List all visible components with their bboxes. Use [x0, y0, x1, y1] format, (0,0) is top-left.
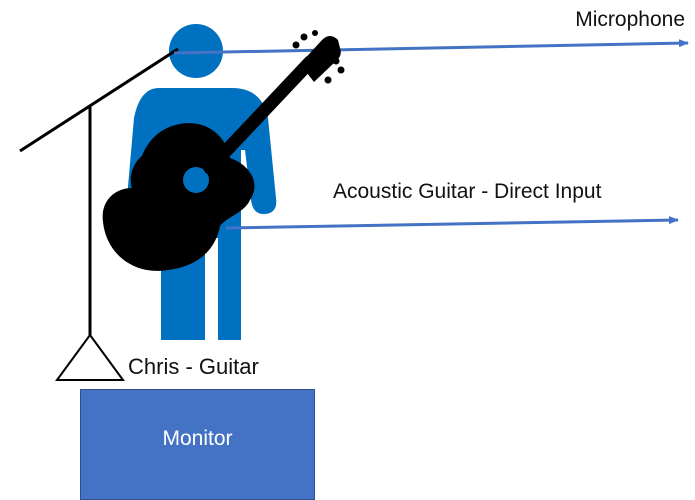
monitor-label: Monitor: [162, 427, 233, 450]
direct-input-label: Acoustic Guitar - Direct Input: [333, 180, 602, 203]
person-head: [169, 24, 223, 78]
performer-label: Chris - Guitar: [128, 354, 259, 379]
guitar-tuning-peg: [292, 41, 300, 49]
guitar-tuning-peg: [300, 33, 308, 41]
guitar-tuning-peg: [332, 57, 340, 65]
monitor-box: Monitor: [80, 389, 315, 500]
microphone-signal-arrow: [173, 39, 689, 55]
mic-stand-base: [55, 333, 125, 381]
microphone-stand-icon: [19, 47, 179, 381]
mic-boom: [19, 47, 179, 153]
acoustic-guitar-icon: [102, 30, 345, 271]
guitar-neck: [203, 55, 317, 175]
microphone-label: Microphone: [575, 8, 685, 31]
guitar-headstock: [300, 36, 341, 82]
guitar-tuning-peg: [337, 66, 345, 74]
guitar-tuning-peg: [324, 76, 332, 84]
guitar-sound-hole: [183, 167, 209, 193]
direct-input-signal-arrow: [225, 216, 679, 230]
guitar-tuning-peg: [312, 30, 318, 36]
